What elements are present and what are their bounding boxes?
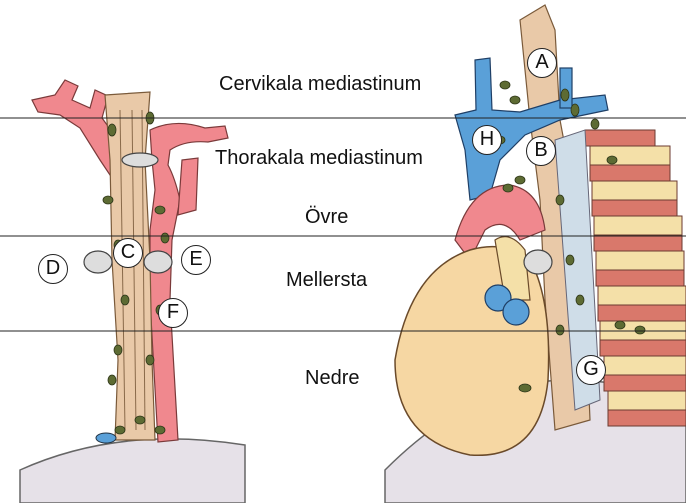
marker-c: C: [113, 238, 143, 268]
rib-cage: [584, 129, 686, 427]
anterior-view: [19, 79, 246, 503]
venous-system: [454, 57, 609, 201]
vessel-stub: [95, 432, 117, 444]
label-middle: Mellersta: [286, 269, 368, 291]
diaphragm-left: [19, 438, 246, 503]
bronchus-stubs: [83, 152, 173, 274]
aorta-lateral: [454, 184, 546, 262]
bronchus-stubs-lateral: [523, 249, 553, 275]
marker-g: G: [576, 355, 606, 385]
marker-e: E: [181, 245, 211, 275]
label-cervical-mediastinum: Cervikala mediastinum: [219, 73, 422, 95]
marker-f: F: [158, 298, 188, 328]
marker-a: A: [527, 48, 557, 78]
marker-d: D: [38, 254, 68, 284]
label-lower: Nedre: [305, 367, 360, 389]
lateral-view: [384, 4, 686, 503]
label-upper: Övre: [305, 206, 349, 228]
marker-b: B: [526, 136, 556, 166]
pleura-band: [554, 129, 601, 411]
marker-h: H: [472, 125, 502, 155]
region-dividers: [0, 117, 686, 332]
label-thoracic-mediastinum: Thorakala mediastinum: [215, 147, 423, 169]
lymph-nodes-right: [494, 80, 646, 393]
heart-vessel: [494, 236, 531, 301]
pulmonary-vessels: [484, 284, 530, 326]
